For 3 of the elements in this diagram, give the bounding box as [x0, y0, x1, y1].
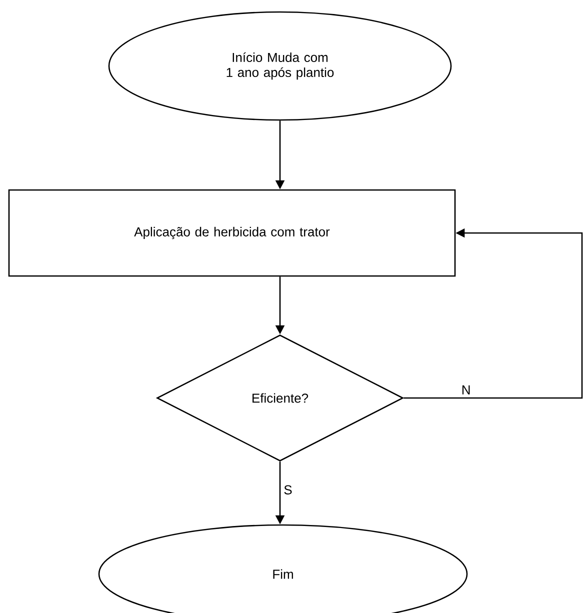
- process-box: Aplicação de herbicida com trator: [8, 189, 456, 277]
- edge-label: N: [460, 384, 472, 396]
- edge-label: S: [282, 484, 294, 496]
